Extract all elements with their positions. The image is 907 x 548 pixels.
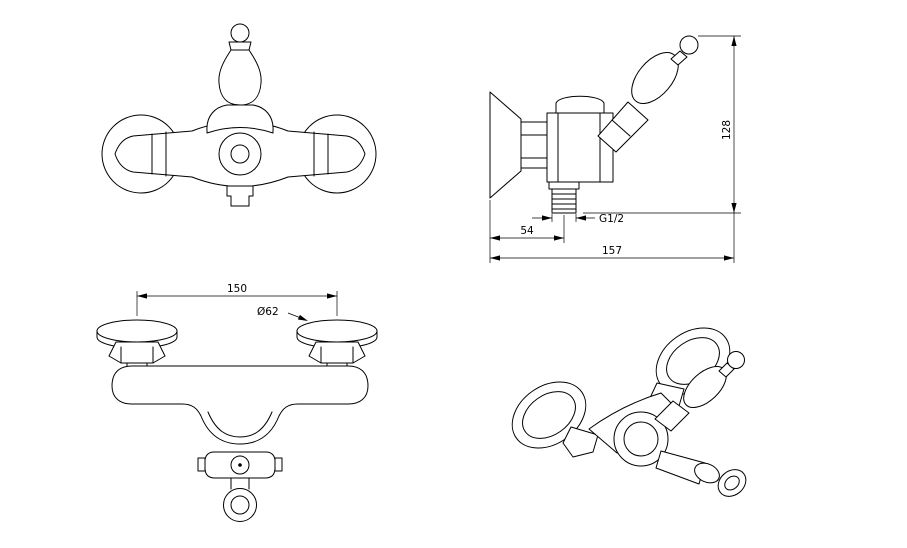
dim-offset-54: 54 bbox=[489, 200, 565, 263]
iso-valve-body bbox=[613, 411, 669, 467]
iso-outlet-arm bbox=[655, 450, 706, 485]
plan-body bbox=[111, 365, 369, 445]
dim-arrow bbox=[137, 293, 147, 299]
plan-flange-left bbox=[96, 319, 178, 368]
handle-ball-side bbox=[679, 35, 699, 55]
iso-hose-ring-inner bbox=[724, 475, 740, 491]
handle-grip bbox=[218, 49, 262, 106]
handle-collar bbox=[228, 41, 252, 51]
view-front-elevation bbox=[101, 23, 377, 207]
outlet-step bbox=[548, 181, 580, 190]
dim-arrow bbox=[554, 235, 564, 241]
iso-nut-left bbox=[562, 426, 599, 458]
dim-arrow bbox=[731, 203, 737, 213]
dim-arrow bbox=[731, 36, 737, 46]
dim-centers-150: 150 bbox=[136, 283, 338, 316]
view-plan: 150 Ø62 bbox=[96, 283, 378, 522]
valve-body-side bbox=[546, 112, 614, 183]
dim-height-128: 128 bbox=[583, 35, 741, 263]
view-isometric bbox=[511, 327, 747, 497]
handle-base-side bbox=[597, 101, 649, 153]
iso-outlet-cap bbox=[694, 462, 720, 484]
dim-arrow bbox=[327, 293, 337, 299]
dim-depth-157: 157 bbox=[490, 245, 734, 261]
view-side-elevation: 128 G1/2 54 157 bbox=[489, 35, 741, 263]
handle-collar-side bbox=[670, 50, 688, 66]
dim-arrow bbox=[576, 215, 586, 221]
union-nut-side bbox=[520, 121, 548, 169]
iso-handle-base bbox=[654, 400, 690, 432]
handle-ball-finial bbox=[230, 23, 250, 43]
dim-diameter-62: Ø62 bbox=[257, 306, 308, 321]
plan-hose-ring-inner bbox=[230, 495, 250, 515]
dim-centers-label: 150 bbox=[227, 283, 247, 295]
facet-line bbox=[611, 119, 631, 137]
dim-offset-label: 54 bbox=[520, 225, 534, 237]
wall-escutcheon-side bbox=[489, 91, 522, 199]
outlet-front bbox=[226, 185, 254, 207]
plan-nut-left bbox=[108, 341, 166, 364]
dim-thread-label: G1/2 bbox=[599, 213, 624, 225]
plan-outlet bbox=[197, 451, 283, 522]
valve-top-cap bbox=[555, 95, 605, 114]
iso-handle-ball bbox=[727, 351, 745, 369]
dim-arrow bbox=[724, 255, 734, 261]
iso-flange-left-rim bbox=[522, 391, 576, 439]
dim-arrow bbox=[297, 314, 308, 321]
center-boss-inner bbox=[230, 144, 250, 164]
plan-body-inner-arc bbox=[207, 411, 273, 438]
handle-base bbox=[206, 104, 274, 134]
dim-arrow bbox=[490, 235, 500, 241]
plan-flange-right bbox=[296, 319, 378, 368]
dim-depth-label: 157 bbox=[602, 245, 622, 257]
dim-arrow bbox=[490, 255, 500, 261]
dim-arrow bbox=[542, 215, 552, 221]
dim-height-label: 128 bbox=[721, 120, 733, 140]
dim-thread-g12: G1/2 bbox=[532, 213, 624, 225]
iso-valve-body-detail bbox=[623, 421, 659, 457]
dim-diameter-label: Ø62 bbox=[257, 306, 279, 318]
plan-nut-right bbox=[308, 341, 366, 364]
handle-grip-side bbox=[631, 52, 679, 104]
